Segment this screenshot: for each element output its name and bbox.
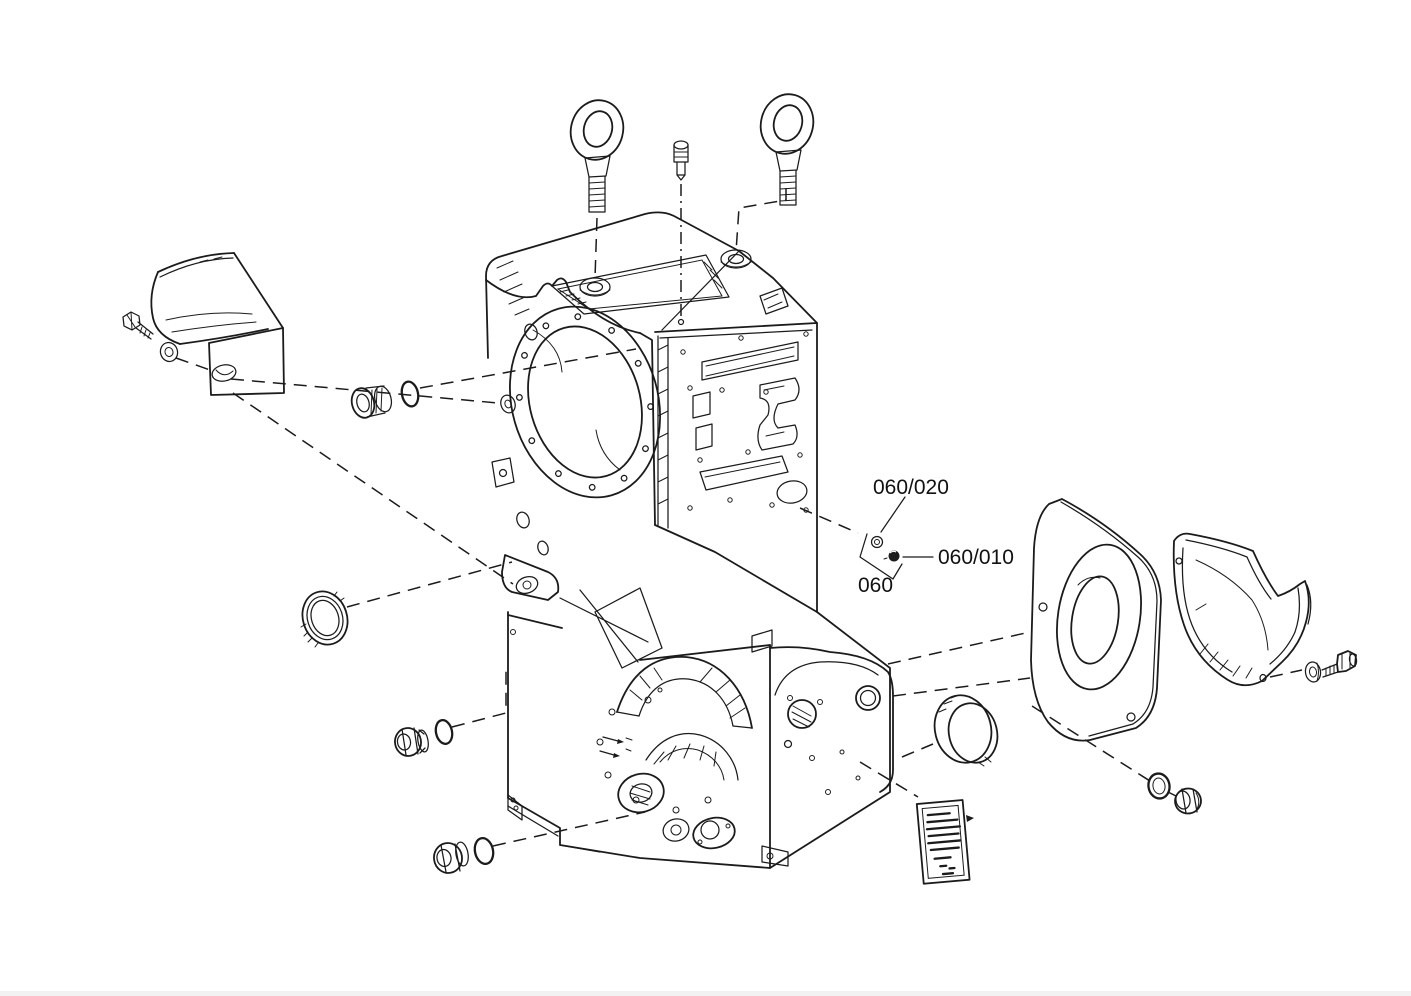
flange-bolt-holes [515,313,655,491]
shell-guard-cover [1172,532,1312,687]
screw-060-010 [883,550,900,562]
main-housing-middle [501,554,773,669]
screw-plug-mid-left [394,727,429,757]
breather-valve [673,140,689,181]
o-ring-upper-left [400,380,420,408]
footer-strip [0,991,1411,996]
plate-small-holes [680,331,809,513]
guard-plate [150,252,285,396]
bore-hatching [629,667,746,767]
guard-plate-assembly [122,252,285,396]
callout-group-060: 060/020 060/010 060 [858,476,1014,597]
saddle-bolt-holes [596,687,712,814]
washer-right [1304,661,1322,683]
leader-lines [175,184,1303,847]
callout-label-060-020[interactable]: 060/020 [873,476,949,499]
hex-bolt-right [1321,650,1358,678]
eye-bolt-left [569,99,625,213]
round-cover-cap [933,694,999,767]
o-ring-bottom-left [473,836,495,866]
shaft-seal-ring [300,590,349,648]
type-plate [915,799,971,885]
type-plate-arrow [966,815,974,822]
main-housing-lower [507,611,894,869]
seal-ring-right [1147,772,1171,800]
screw-plug-upper-left [350,385,393,419]
washer-060-020 [870,535,884,549]
cover-gasket-plate [1030,498,1162,742]
main-housing-upper [485,211,818,613]
screw-plug-bottom-left [433,841,469,874]
callout-label-060[interactable]: 060 [858,574,893,597]
hex-plug-right [1174,787,1202,815]
guard-plate-bolt [122,311,154,340]
callout-label-060-010[interactable]: 060/010 [938,546,1014,569]
o-ring-mid-left [434,718,454,746]
guard-plate-washer [159,341,179,363]
eye-bolt-right [759,93,815,206]
type-plate-text-lines [925,812,962,876]
